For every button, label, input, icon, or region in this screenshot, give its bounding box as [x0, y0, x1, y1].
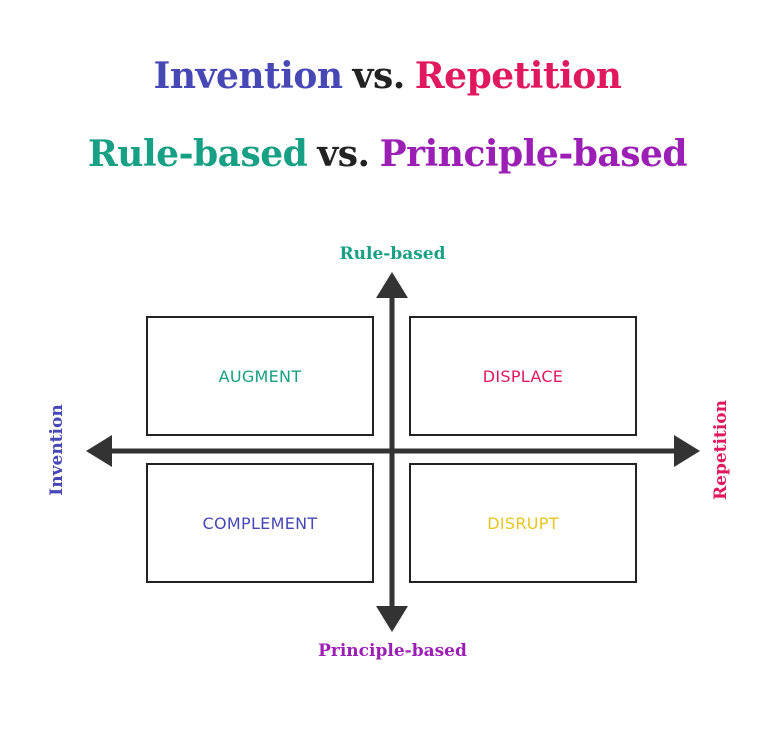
title-invention: Invention: [153, 55, 344, 97]
axis-label-left: Invention: [47, 404, 67, 496]
arrow-left-icon: [86, 435, 112, 467]
quadrant-displace: DISPLACE: [409, 316, 637, 436]
quadrant-label-displace: DISPLACE: [482, 366, 564, 386]
quadrant-disrupt: DISRUPT: [409, 463, 637, 583]
quadrant-label-augment: AUGMENT: [218, 366, 302, 386]
axis-label-right: Repetition: [711, 400, 731, 500]
arrow-down-icon: [376, 606, 408, 632]
quadrant-complement: COMPLEMENT: [146, 463, 374, 583]
arrow-up-icon: [376, 272, 408, 298]
title-principle-based: Principle-based: [379, 133, 688, 175]
title-vs: vs.: [352, 55, 406, 97]
title-rule-based: Rule-based: [87, 133, 308, 175]
quadrant-label-disrupt: DISRUPT: [487, 513, 559, 533]
arrow-right-icon: [674, 435, 700, 467]
title-vs: vs.: [317, 133, 370, 175]
axis-label-top: Rule-based: [339, 244, 446, 264]
quadrant-augment: AUGMENT: [146, 316, 374, 436]
axis-label-bottom: Principle-based: [318, 641, 467, 661]
quadrant-label-complement: COMPLEMENT: [202, 513, 318, 533]
title-repetition: Repetition: [414, 55, 622, 97]
